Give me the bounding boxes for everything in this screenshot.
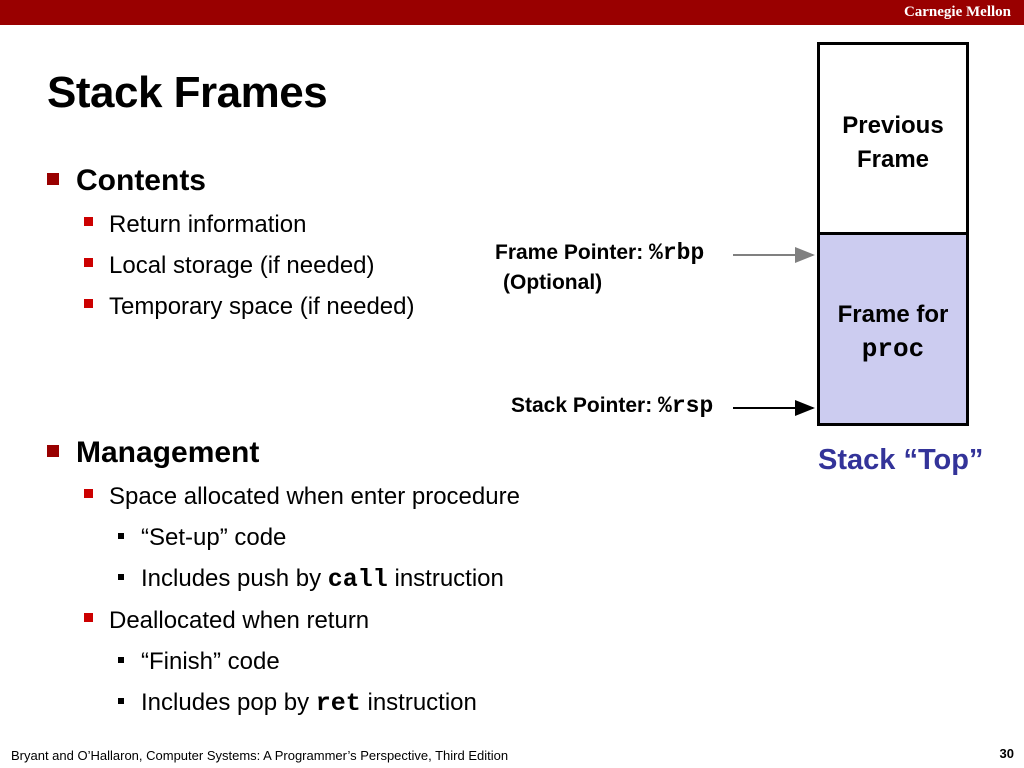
square-bullet-icon: [84, 489, 93, 499]
square-bullet-icon: [47, 445, 59, 458]
proc-code: proc: [861, 334, 925, 364]
previous-frame-label: Previous: [842, 112, 944, 139]
management-heading: Management: [47, 436, 259, 470]
footer-citation: Bryant and O’Hallaron, Computer Systems:…: [11, 748, 509, 763]
previous-frame-box: Previous Frame: [820, 45, 966, 235]
square-bullet-icon: [84, 217, 93, 227]
code-ret: ret: [315, 689, 361, 718]
square-bullet-icon: [47, 173, 59, 186]
square-bullet-icon: [118, 697, 124, 704]
frame-pointer-note: (Optional): [503, 271, 603, 294]
stack-diagram: Previous Frame Frame for proc: [817, 42, 969, 426]
stack-pointer-label: Stack Pointer: %rsp: [511, 393, 714, 419]
previous-frame-label-2: Frame: [856, 146, 930, 173]
list-item: “Set-up” code: [118, 524, 286, 552]
list-item: Return information: [84, 211, 306, 239]
square-bullet-icon: [84, 299, 93, 309]
page-number: 30: [999, 746, 1014, 761]
rbp-register: %rbp: [649, 240, 705, 266]
square-bullet-icon: [118, 656, 124, 663]
slide-title: Stack Frames: [47, 68, 328, 117]
proc-frame-box: Frame for proc: [820, 235, 966, 423]
header-bar: Carnegie Mellon: [0, 0, 1024, 25]
code-call: call: [327, 565, 388, 594]
stack-top-label: Stack “Top”: [818, 444, 984, 476]
list-item: Temporary space (if needed): [84, 293, 414, 321]
square-bullet-icon: [84, 613, 93, 623]
rsp-register: %rsp: [658, 393, 714, 419]
contents-heading: Contents: [47, 164, 206, 198]
brand-label: Carnegie Mellon: [903, 4, 1011, 20]
frame-pointer-label: Frame Pointer: %rbp: [495, 240, 705, 266]
square-bullet-icon: [118, 532, 124, 539]
list-item: Deallocated when return: [84, 607, 369, 635]
proc-frame-label: Frame for: [837, 301, 949, 328]
square-bullet-icon: [84, 258, 93, 268]
list-item: Space allocated when enter procedure: [84, 483, 520, 511]
list-item: Includes pop by ret instruction: [118, 689, 477, 718]
square-bullet-icon: [118, 573, 124, 580]
list-item: “Finish” code: [118, 648, 280, 676]
list-item: Local storage (if needed): [84, 252, 375, 280]
list-item: Includes push by call instruction: [118, 565, 504, 594]
